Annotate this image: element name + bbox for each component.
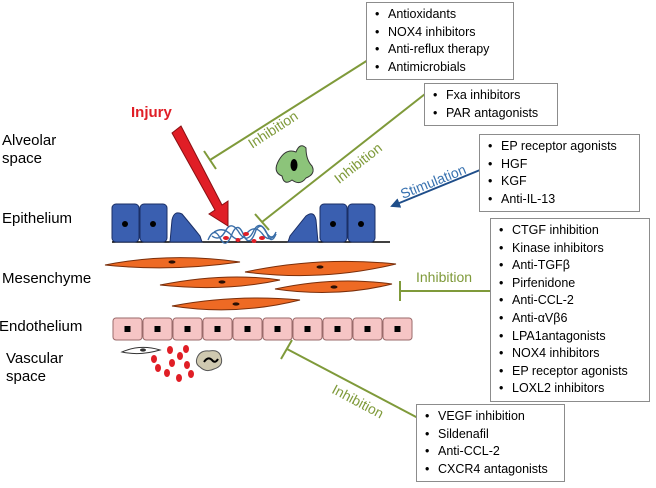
- endothelial-nucleus: [274, 326, 281, 332]
- therapy-item: LOXL2 inhibitors: [499, 380, 643, 398]
- therapy-list: CTGF inhibitionKinase inhibitorsAnti-TGF…: [499, 222, 643, 398]
- endothelial-nucleus: [364, 326, 371, 332]
- box-coagulation-therapies: Fxa inhibitorsPAR antagonists: [424, 83, 558, 127]
- box-antioxidant-therapies: AntioxidantsNOX4 inhibitorsAnti-reflux t…: [366, 2, 514, 81]
- vascular-elements: [120, 345, 223, 382]
- inhibition-line-bottom: [280, 339, 419, 419]
- therapy-item: Sildenafil: [425, 426, 558, 444]
- endothelial-nucleus: [184, 326, 191, 332]
- therapy-item: Anti-reflux therapy: [375, 41, 507, 59]
- therapy-item: Anti-IL-13: [488, 191, 633, 209]
- therapy-item: Kinase inhibitors: [499, 240, 643, 258]
- fibroblast-cells: [104, 257, 397, 311]
- endothelial-nucleus: [124, 326, 131, 332]
- therapy-item: VEGF inhibition: [425, 408, 558, 426]
- inhibition-line-top: [203, 59, 369, 170]
- therapy-item: EP receptor agonists: [499, 363, 643, 381]
- therapy-list: Fxa inhibitorsPAR antagonists: [433, 87, 551, 122]
- injury-arrow: [171, 125, 229, 227]
- therapy-list: VEGF inhibitionSildenafilAnti-CCL-2CXCR4…: [425, 408, 558, 478]
- therapy-item: PAR antagonists: [433, 105, 551, 123]
- therapy-item: Fxa inhibitors: [433, 87, 551, 105]
- inhibition-line-mid: [254, 93, 426, 231]
- label-endothelium: Endothelium: [0, 318, 83, 335]
- therapy-item: Antioxidants: [375, 6, 507, 24]
- therapy-item: KGF: [488, 173, 633, 191]
- endothelial-nucleus: [214, 326, 221, 332]
- macrophage-cell: [275, 145, 314, 184]
- therapy-item: NOX4 inhibitors: [499, 345, 643, 363]
- therapy-item: Pirfenidone: [499, 275, 643, 293]
- therapy-item: HGF: [488, 156, 633, 174]
- label-epithelium: Epithelium: [2, 210, 73, 227]
- injury-label: Injury: [131, 104, 172, 121]
- label-inhibition-right: Inhibition: [416, 269, 473, 285]
- therapy-item: NOX4 inhibitors: [375, 24, 507, 42]
- box-stimulation-therapies: EP receptor agonistsHGFKGFAnti-IL-13: [479, 134, 640, 213]
- therapy-item: CTGF inhibition: [499, 222, 643, 240]
- therapy-item: EP receptor agonists: [488, 138, 633, 156]
- therapy-item: LPA1antagonists: [499, 328, 643, 346]
- therapy-item: Antimicrobials: [375, 59, 507, 77]
- endothelial-nucleus: [244, 326, 251, 332]
- label-mesenchyme: Mesenchyme: [2, 270, 92, 287]
- epithelial-cells-left: [111, 203, 203, 243]
- endothelial-nucleus: [154, 326, 161, 332]
- therapy-item: Anti-CCL-2: [425, 443, 558, 461]
- label-alveolar-space: Alveolar space: [2, 132, 57, 167]
- epithelial-damage-cluster: [207, 224, 277, 244]
- endothelial-nucleus: [304, 326, 311, 332]
- therapy-item: Anti-CCL-2: [499, 292, 643, 310]
- therapy-item: CXCR4 antagonists: [425, 461, 558, 479]
- box-vascular-therapies: VEGF inhibitionSildenafilAnti-CCL-2CXCR4…: [416, 404, 565, 483]
- epithelial-cells-right: [287, 203, 376, 243]
- label-vascular-space: Vascular space: [6, 350, 64, 385]
- box-mesenchyme-therapies: CTGF inhibitionKinase inhibitorsAnti-TGF…: [490, 218, 650, 402]
- therapy-list: AntioxidantsNOX4 inhibitorsAnti-reflux t…: [375, 6, 507, 76]
- endothelial-nucleus: [394, 326, 401, 332]
- endothelial-cells: [112, 317, 413, 341]
- therapy-item: Anti-αVβ6: [499, 310, 643, 328]
- therapy-list: EP receptor agonistsHGFKGFAnti-IL-13: [488, 138, 633, 208]
- stimulation-arrow: [390, 169, 481, 208]
- therapy-item: Anti-TGFβ: [499, 257, 643, 275]
- inhibition-line-right: [399, 281, 490, 301]
- endothelial-nucleus: [334, 326, 341, 332]
